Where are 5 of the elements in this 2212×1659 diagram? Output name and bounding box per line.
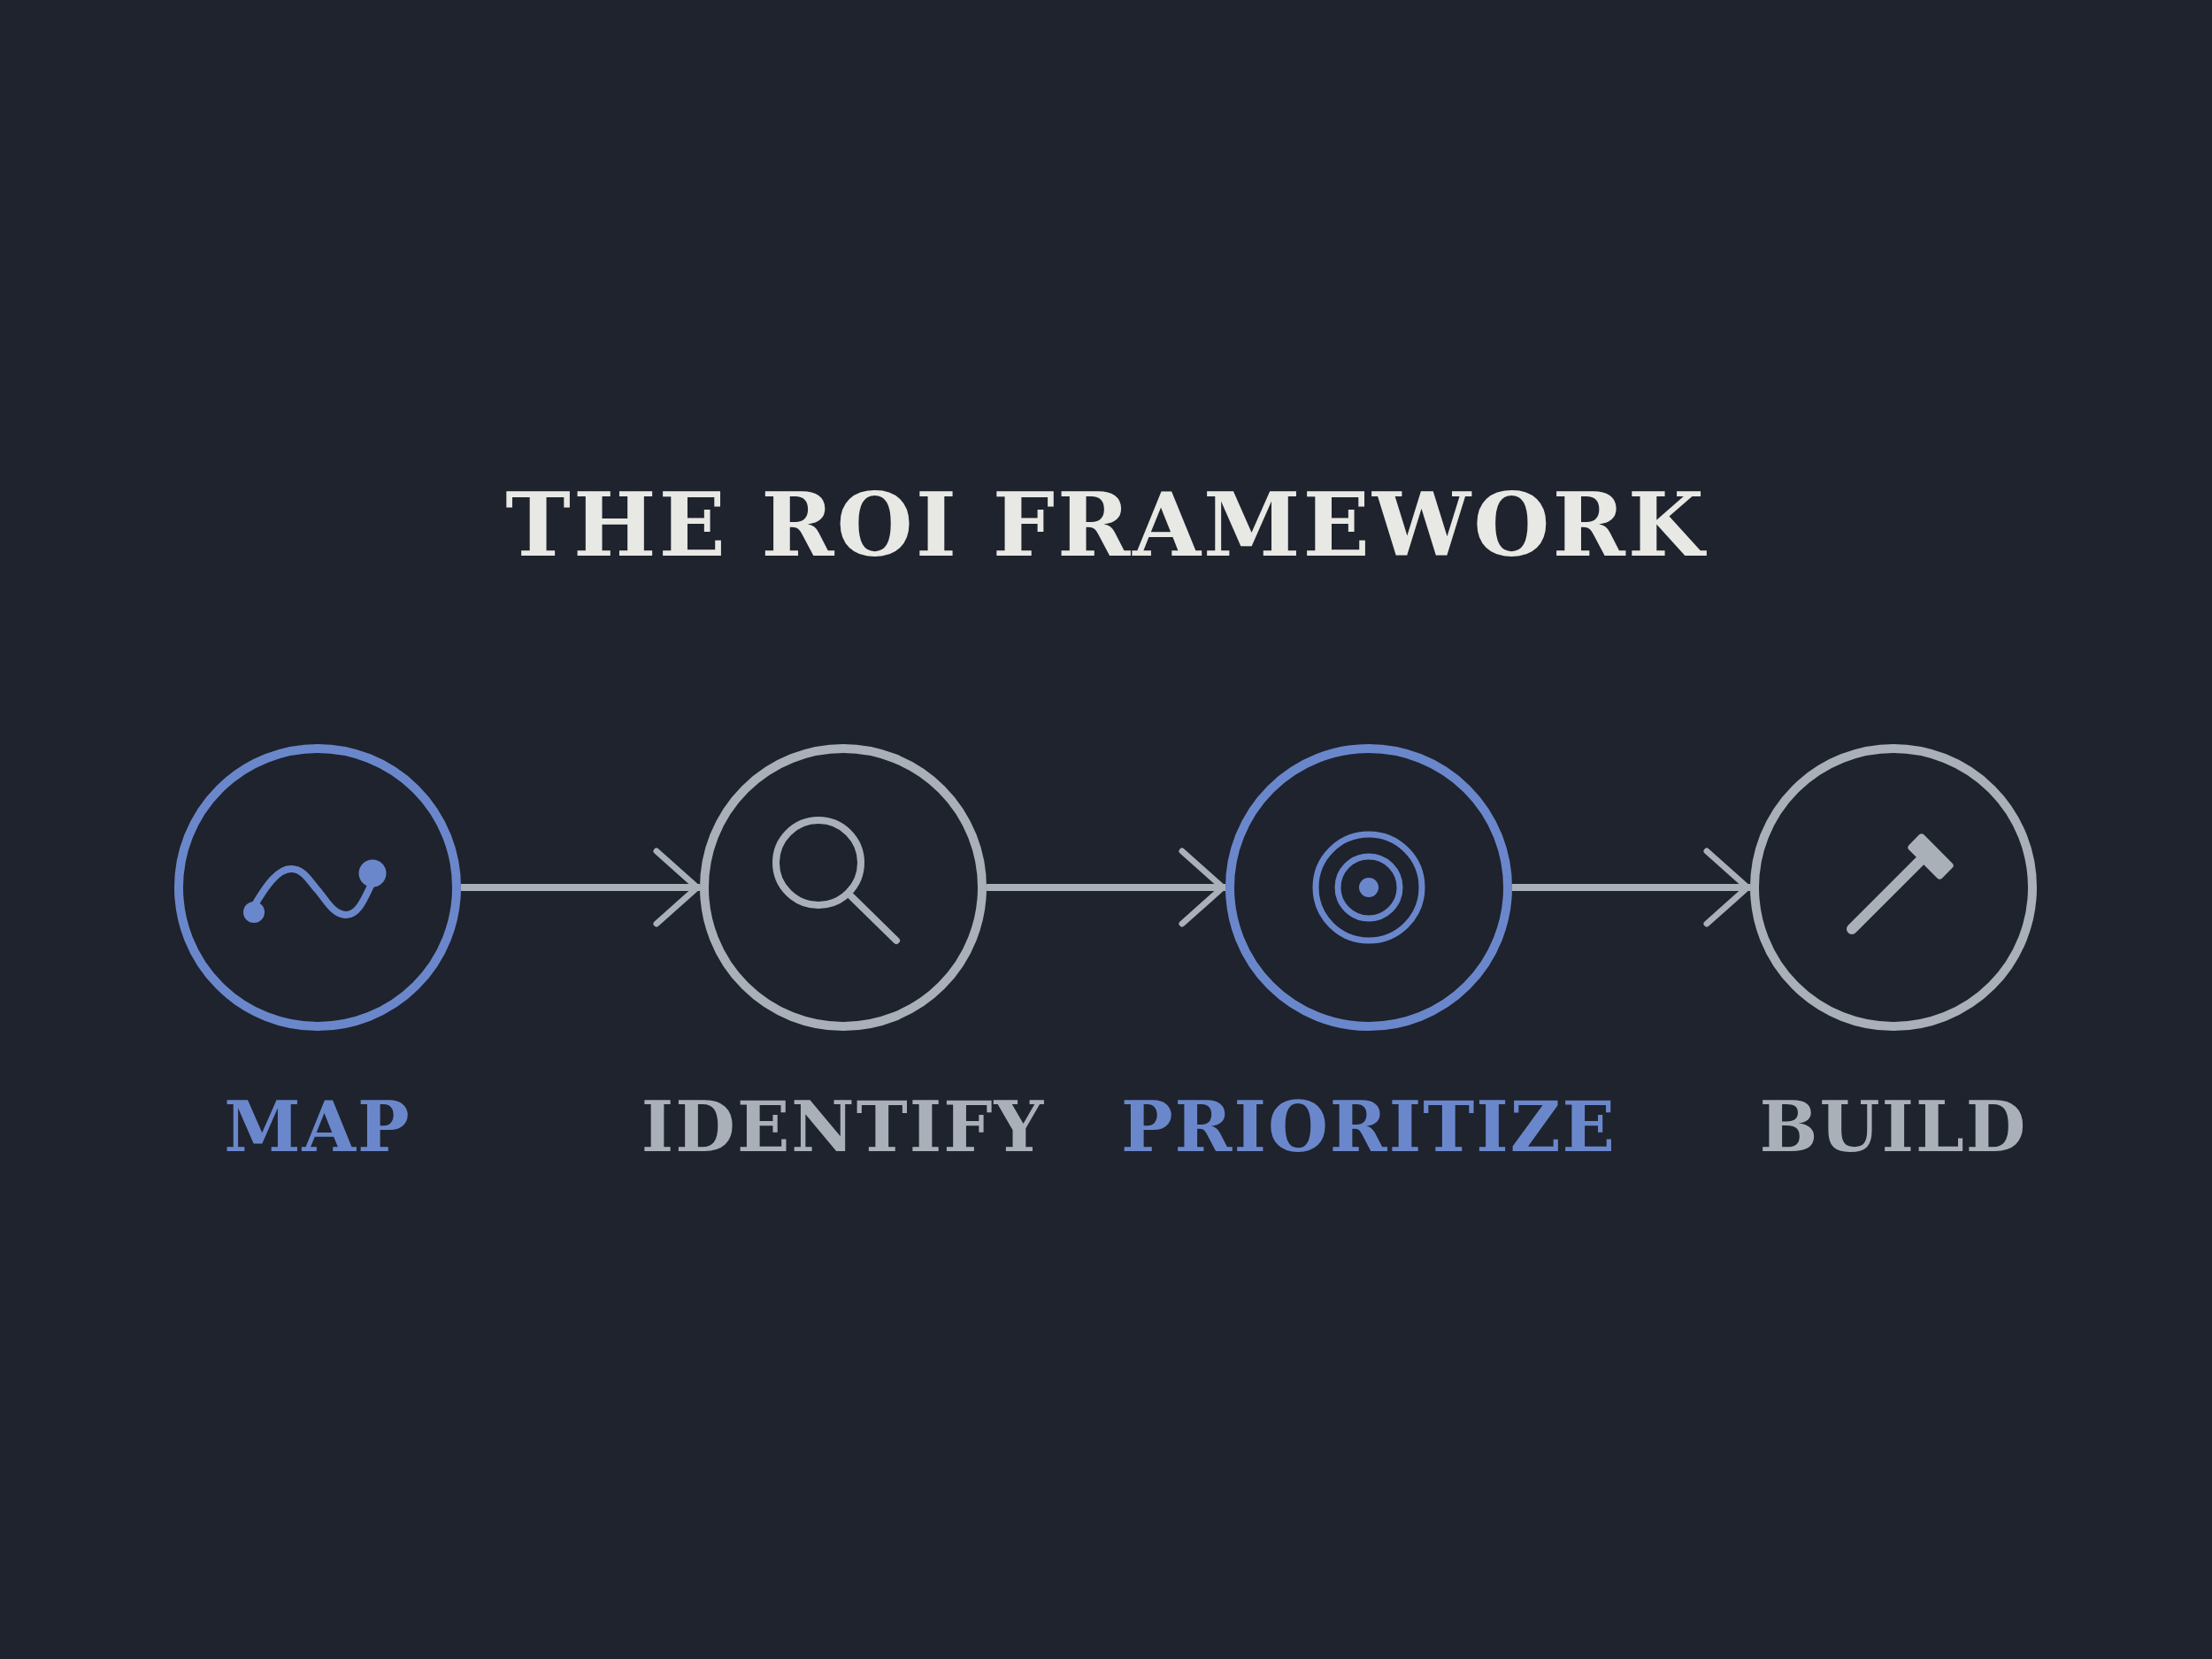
title: THE ROI FRAMEWORK — [505, 473, 1707, 576]
step-label: MAP — [224, 1087, 411, 1167]
step-label: BUILD — [1759, 1087, 2028, 1167]
step-label: PRIORITIZE — [1120, 1087, 1617, 1167]
step-label: IDENTIFY — [641, 1087, 1046, 1167]
